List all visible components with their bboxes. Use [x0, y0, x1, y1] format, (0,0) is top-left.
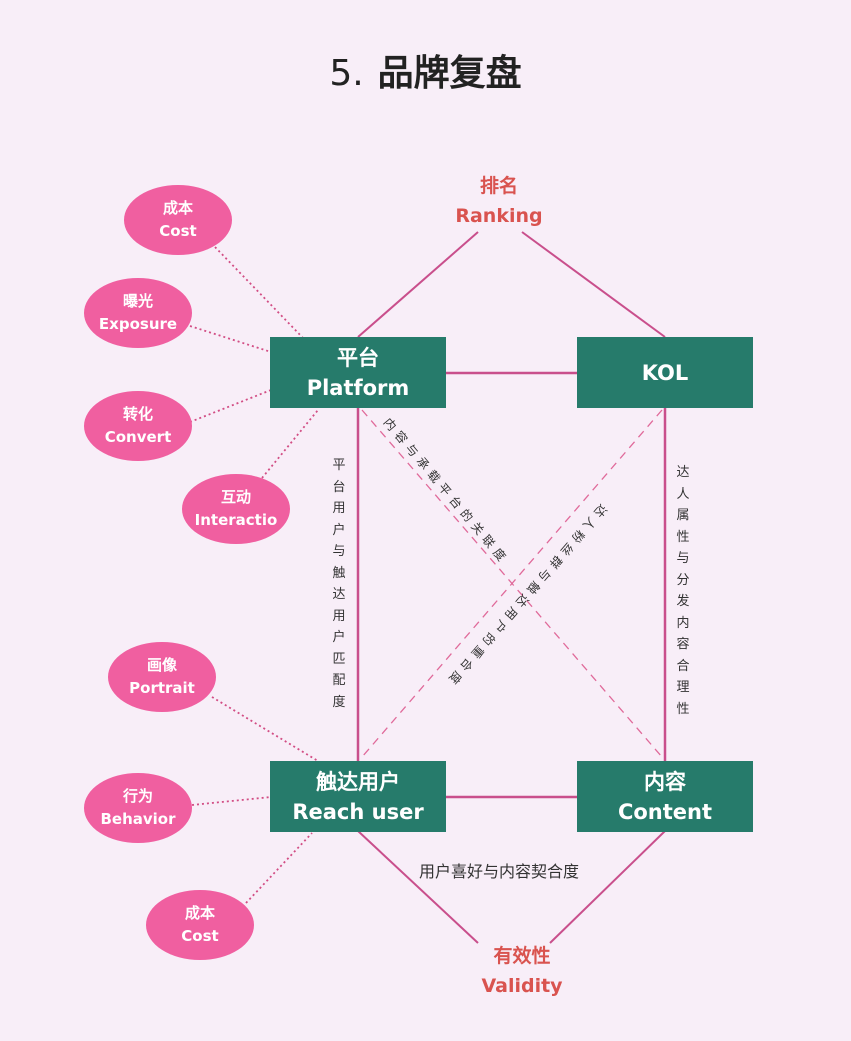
edge-kol-reach-dashed	[361, 409, 663, 758]
page-title: 5. 品牌复盘	[0, 44, 851, 96]
bubble-cost-bottom-cn: 成本	[184, 904, 215, 922]
connector-interaction	[261, 409, 319, 479]
edge-content-validity	[549, 830, 666, 944]
node-content-en: Content	[617, 799, 713, 824]
title-number: 5.	[329, 53, 364, 94]
ranking-en: Ranking	[455, 205, 543, 227]
bubble-portrait-cn: 画像	[146, 656, 177, 674]
ranking-cn: 排名	[479, 175, 518, 197]
node-platform-cn: 平台	[337, 345, 379, 370]
edge-platform-ranking	[357, 231, 479, 338]
node-reach-en: Reach user	[292, 799, 424, 824]
bubble-interaction: 互动 Interactio	[182, 474, 290, 544]
edge-reach-validity	[357, 830, 479, 944]
label-kol-content: 达人属性与分发内容合理性	[676, 465, 690, 717]
connector-exposure	[189, 325, 272, 353]
node-content: 内容 Content	[577, 761, 753, 832]
bubble-behavior-en: Behavior	[100, 810, 176, 828]
connector-portrait	[211, 696, 319, 762]
bubble-convert-en: Convert	[104, 428, 172, 446]
ranking-label: 排名 Ranking	[419, 171, 579, 231]
bubble-exposure: 曝光 Exposure	[84, 278, 192, 348]
label-reach-content: 用户喜好与内容契合度	[419, 862, 580, 881]
validity-en: Validity	[481, 975, 563, 997]
node-kol-en: KOL	[641, 360, 689, 385]
bubble-cost-top-en: Cost	[159, 222, 197, 240]
bubble-behavior-cn: 行为	[122, 787, 153, 805]
bubble-behavior: 行为 Behavior	[84, 773, 192, 843]
node-platform: 平台 Platform	[270, 337, 446, 408]
node-content-cn: 内容	[644, 769, 686, 794]
bubble-interaction-cn: 互动	[220, 488, 251, 506]
validity-cn: 有效性	[493, 945, 551, 967]
connector-cost-top	[214, 246, 306, 341]
bubble-exposure-cn: 曝光	[122, 292, 153, 310]
bubble-portrait-en: Portrait	[129, 679, 195, 697]
connector-convert	[189, 389, 272, 423]
bubble-cost-bottom: 成本 Cost	[146, 890, 254, 960]
node-reach-user: 触达用户 Reach user	[270, 761, 446, 832]
connector-cost-bottom	[245, 832, 313, 904]
title-text: 品牌复盘	[377, 53, 522, 94]
bubble-cost-bottom-en: Cost	[181, 927, 219, 945]
label-platform-reach: 平台用户与触达用户匹配度	[332, 458, 346, 710]
node-platform-en: Platform	[306, 375, 410, 400]
connector-behavior	[191, 796, 272, 806]
bubble-convert: 转化 Convert	[84, 391, 192, 461]
node-reach-cn: 触达用户	[316, 769, 400, 794]
validity-label: 有效性 Validity	[442, 941, 602, 1001]
node-kol: KOL	[577, 337, 753, 408]
bubble-cost-top: 成本 Cost	[124, 185, 232, 255]
bubble-portrait: 画像 Portrait	[108, 642, 216, 712]
edge-kol-ranking	[521, 231, 666, 338]
bubble-exposure-en: Exposure	[98, 315, 178, 333]
bubble-interaction-en: Interactio	[194, 511, 278, 529]
bubble-convert-cn: 转化	[122, 405, 153, 423]
bubble-cost-top-cn: 成本	[162, 199, 193, 217]
